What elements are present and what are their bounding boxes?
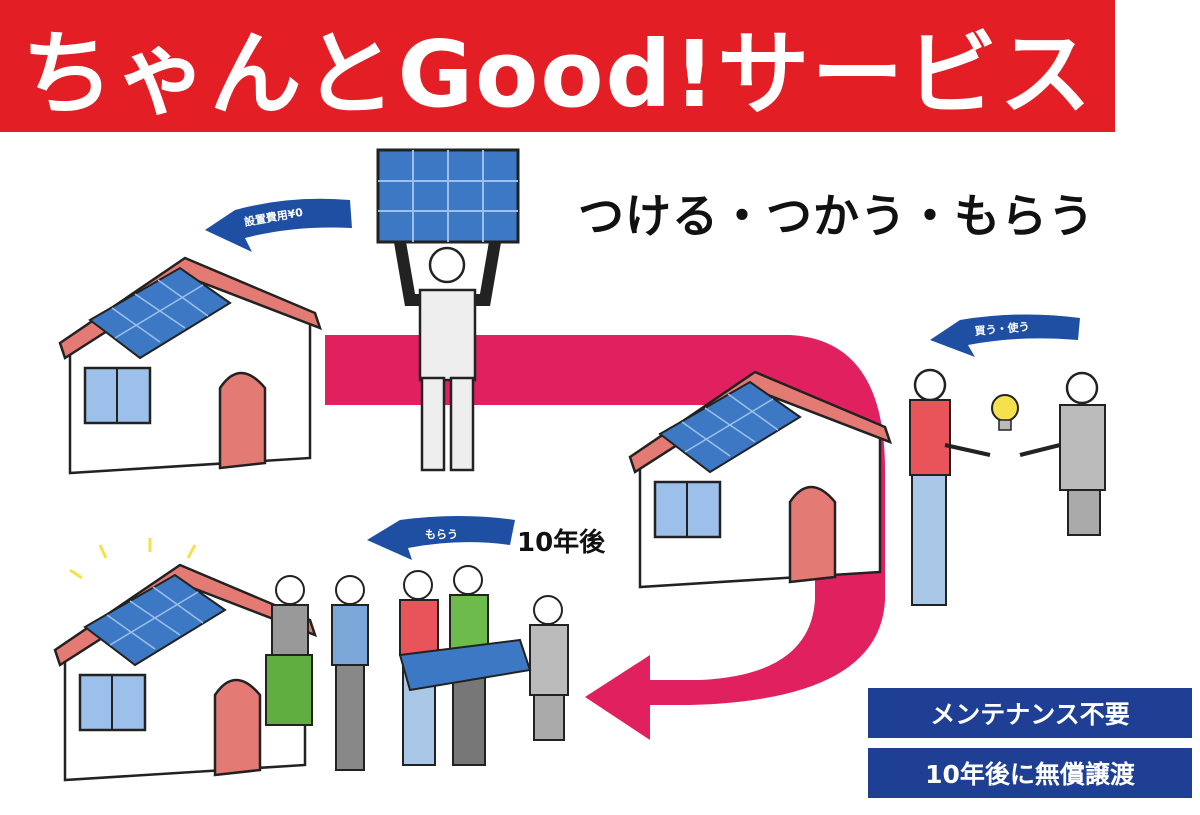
use-label: 買う・使う bbox=[974, 319, 1030, 338]
install-label-arrow: 設置費用¥0 bbox=[205, 198, 352, 252]
subtitle: つける・つかう・もらう bbox=[578, 189, 1095, 243]
flow-arrow bbox=[325, 335, 885, 740]
house-install bbox=[58, 256, 322, 475]
title: ちゃんとGood!サービス bbox=[21, 20, 1094, 128]
receive-label-arrow: もらう bbox=[367, 516, 515, 560]
receive-label: もらう bbox=[425, 528, 458, 541]
feature-free-transfer: 10年後に無償譲渡 bbox=[866, 746, 1194, 800]
customer-and-seller-figures bbox=[909, 368, 1106, 606]
title-banner: ちゃんとGood!サービス bbox=[0, 0, 1115, 132]
use-label-arrow: 買う・使う bbox=[930, 314, 1080, 357]
feature-maintenance-free: メンテナンス不要 bbox=[866, 686, 1194, 740]
family-figures bbox=[69, 538, 569, 771]
installer-figure bbox=[376, 148, 520, 472]
after-years-label: 10年後 bbox=[517, 528, 606, 558]
